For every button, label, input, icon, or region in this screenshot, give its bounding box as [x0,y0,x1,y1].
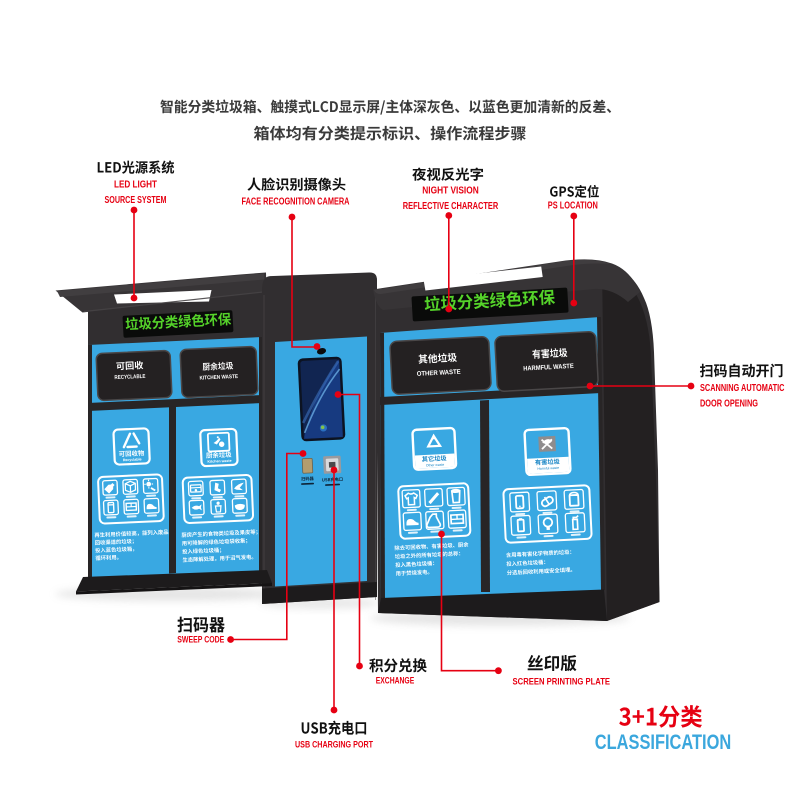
svg-text:Other waste: Other waste [426,463,445,468]
svg-text:Harmful waste: Harmful waste [537,466,559,471]
svg-text:SCANNING AUTOMATIC: SCANNING AUTOMATIC [700,382,785,394]
svg-text:RECYCLABLE: RECYCLABLE [114,374,145,381]
svg-text:SCREEN PRINTING PLATE: SCREEN PRINTING PLATE [513,677,611,688]
svg-text:EXCHANGE: EXCHANGE [376,676,415,687]
svg-text:HARMFUL WASTE: HARMFUL WASTE [523,363,574,373]
svg-text:KITCHEN WASTE: KITCHEN WASTE [199,374,238,382]
svg-text:OTHER WASTE: OTHER WASTE [417,369,462,378]
svg-text:Kitchen waste: Kitchen waste [207,459,231,464]
svg-text:PS LOCATION: PS LOCATION [548,201,598,212]
svg-text:Recyclable: Recyclable [123,457,142,462]
svg-text:SWEEP CODE: SWEEP CODE [177,635,224,646]
svg-text:FACE RECOGNITION CAMERA: FACE RECOGNITION CAMERA [242,197,350,208]
svg-text:USB CHARGING PORT: USB CHARGING PORT [295,740,373,751]
svg-text:SOURCE SYSTEM: SOURCE SYSTEM [105,195,167,206]
svg-text:LED LIGHT: LED LIGHT [114,180,157,191]
svg-text:NIGHT VISION: NIGHT VISION [422,186,479,197]
svg-text:REFLECTIVE CHARACTER: REFLECTIVE CHARACTER [403,201,499,212]
svg-text:DOOR OPENING: DOOR OPENING [700,398,758,410]
svg-text:CLASSIFICATION: CLASSIFICATION [595,731,732,754]
